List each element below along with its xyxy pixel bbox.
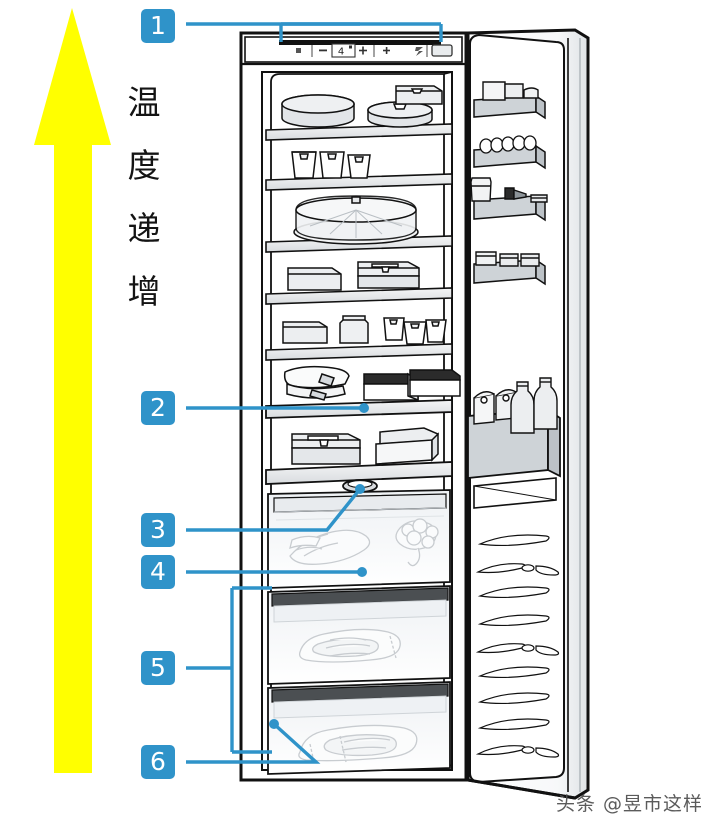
callout-badge-3[interactable]: 3	[141, 513, 175, 547]
temperature-increase-label: 温 度 递 增	[112, 86, 176, 308]
temp-char-1: 温	[127, 83, 161, 122]
door-ribs	[475, 534, 560, 758]
shelf-2[interactable]	[265, 173, 453, 191]
shelf-4-items	[287, 261, 420, 291]
minus-button[interactable]	[319, 49, 327, 52]
callout-badge-1[interactable]: 1	[141, 9, 175, 43]
door-rack-3-items	[470, 177, 548, 203]
temp-char-4: 增	[127, 272, 161, 311]
shelf-3-items	[293, 195, 419, 245]
door-rack-4-items	[475, 251, 540, 267]
bottle-rack-items	[473, 377, 558, 434]
callout-leaders	[186, 22, 443, 764]
temp-char-3: 递	[127, 209, 161, 248]
shelf-6-items	[283, 365, 461, 402]
shelf-5-items	[282, 315, 447, 345]
watermark: 头条 @昱市这样	[556, 793, 704, 815]
shelf-7[interactable]	[265, 461, 453, 485]
shelf-1-items	[281, 85, 443, 128]
callout-badge-4[interactable]: 4	[141, 555, 175, 589]
freshness-drawer-1[interactable]	[267, 585, 451, 685]
shelf-7-items	[291, 427, 439, 465]
freshness-drawer-2[interactable]	[267, 681, 451, 775]
callout-dots	[269, 403, 369, 729]
door-rack-1-items	[482, 81, 539, 101]
egg-tray	[479, 135, 537, 154]
display-value: 4	[338, 47, 344, 58]
alarm-icon[interactable]	[296, 48, 301, 53]
shelf-4[interactable]	[265, 287, 453, 305]
plus-button-secondary[interactable]	[383, 47, 390, 54]
cabinet-interior	[261, 71, 461, 775]
callout-badge-2[interactable]: 2	[141, 391, 175, 425]
refrigerator-door[interactable]	[466, 28, 590, 800]
callout-badge-5[interactable]: 5	[141, 651, 175, 685]
callout-badge-6[interactable]: 6	[141, 745, 175, 779]
shelf-5[interactable]	[265, 343, 453, 361]
temperature-gradient-arrow	[34, 8, 111, 773]
temperature-display: 4	[331, 43, 356, 58]
power-button[interactable]	[431, 44, 453, 57]
plus-button[interactable]	[359, 46, 367, 55]
shelf-2-items	[291, 151, 371, 179]
control-panel[interactable]: 4	[244, 36, 463, 63]
crisper-drawer[interactable]	[267, 489, 451, 589]
super-icon[interactable]	[415, 47, 423, 56]
door-rack-group	[467, 81, 561, 479]
temp-char-2: 度	[127, 146, 161, 185]
door-rib-panel	[473, 477, 557, 509]
